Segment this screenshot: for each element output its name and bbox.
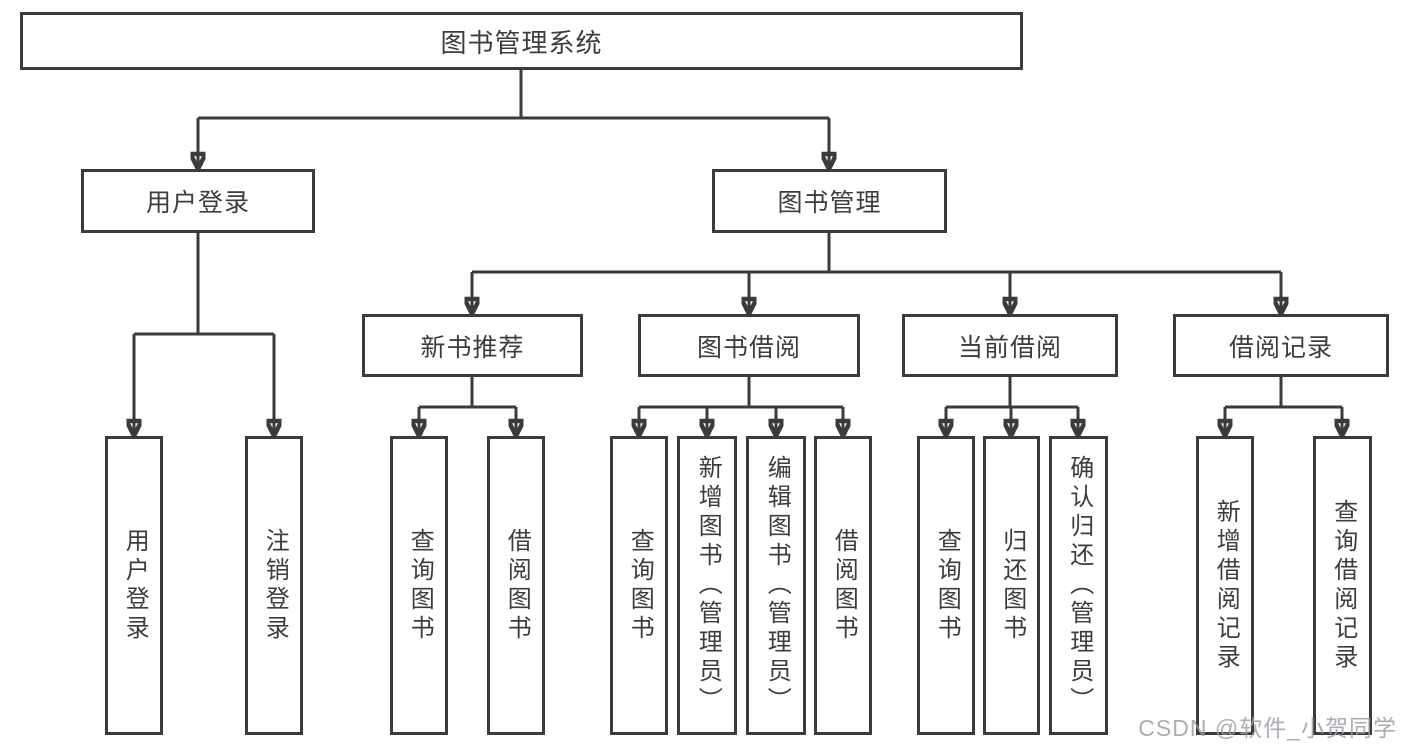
node-borrow-records: 借阅记录 [1173, 314, 1389, 377]
node-label: 当前借阅 [957, 333, 1062, 362]
leaf-add-borrow-record: 新增借阅记录 [1196, 436, 1254, 735]
node-user-login: 用户登录 [81, 169, 315, 233]
leaf-add-book-admin: 新增图书（管理员） [677, 436, 737, 735]
node-current-borrow: 当前借阅 [902, 314, 1118, 377]
leaf-borrow-books-borrow: 借阅图书 [814, 436, 872, 735]
node-label: 借阅记录 [1228, 333, 1333, 362]
leaf-label: 归还图书 [998, 527, 1026, 644]
leaf-label: 用户登录 [121, 527, 149, 644]
leaf-label: 查询图书 [933, 527, 961, 644]
leaf-query-borrow-record: 查询借阅记录 [1313, 436, 1372, 735]
node-book-borrow: 图书借阅 [638, 314, 860, 377]
leaf-label: 新增借阅记录 [1212, 498, 1240, 673]
leaf-confirm-return-admin: 确认归还（管理员） [1049, 436, 1108, 735]
leaf-label: 注销登录 [261, 527, 289, 644]
leaf-logout: 注销登录 [245, 436, 303, 735]
leaf-label: 查询图书 [406, 527, 434, 644]
leaf-user-login: 用户登录 [105, 436, 163, 735]
leaf-edit-book-admin: 编辑图书（管理员） [746, 436, 806, 735]
node-label: 用户登录 [145, 189, 250, 217]
csdn-watermark: CSDN @软件_小贺同学 [1138, 715, 1397, 741]
leaf-return-books: 归还图书 [983, 436, 1040, 735]
leaf-label: 确认归还（管理员） [1065, 455, 1093, 716]
leaf-label: 借阅图书 [503, 527, 531, 644]
leaf-query-books-borrow: 查询图书 [610, 436, 668, 735]
node-library-management-system: 图书管理系统 [20, 12, 1023, 70]
leaf-query-books-recommend: 查询图书 [390, 436, 448, 735]
node-book-management: 图书管理 [712, 169, 947, 233]
leaf-query-books-current: 查询图书 [917, 436, 975, 735]
node-label: 新书推荐 [420, 333, 525, 362]
leaf-label: 查询借阅记录 [1329, 498, 1357, 673]
leaf-label: 编辑图书（管理员） [763, 455, 791, 716]
leaf-label: 借阅图书 [830, 527, 858, 644]
node-new-book-recommend: 新书推荐 [362, 314, 583, 377]
leaf-borrow-books-recommend: 借阅图书 [487, 436, 545, 735]
node-label: 图书管理 [777, 189, 882, 217]
node-label: 图书管理系统 [440, 27, 603, 58]
node-label: 图书借阅 [696, 333, 801, 362]
leaf-label: 查询图书 [626, 527, 654, 644]
leaf-label: 新增图书（管理员） [694, 455, 722, 716]
